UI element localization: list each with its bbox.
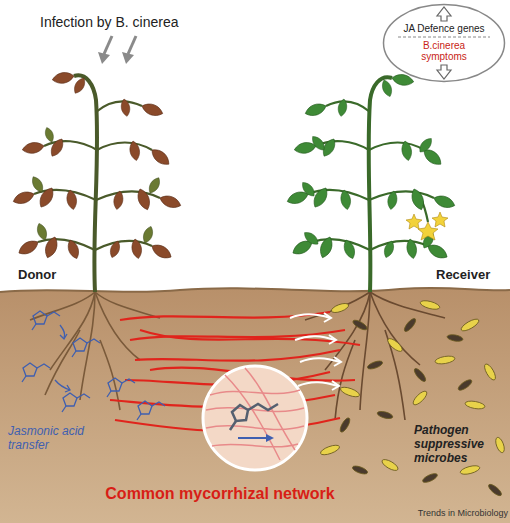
- infection-label: Infection by B. cinerea: [40, 14, 240, 30]
- ellipse-callout: JA Defence genesB.cinerea symptoms: [382, 3, 506, 83]
- plant-label: Donor: [18, 268, 98, 283]
- journal-label: Trends in Microbiology: [396, 508, 508, 518]
- plant-label: Receiver: [436, 268, 508, 283]
- microbe-label: Pathogen suppressive microbes: [414, 424, 508, 465]
- network-label: Common mycorrhizal network: [90, 485, 350, 503]
- callout-text: JA Defence genes: [400, 23, 488, 35]
- callout-text-red: B.cinerea symptoms: [400, 40, 488, 63]
- transfer-label: Jasmonic acid transfer: [8, 425, 106, 453]
